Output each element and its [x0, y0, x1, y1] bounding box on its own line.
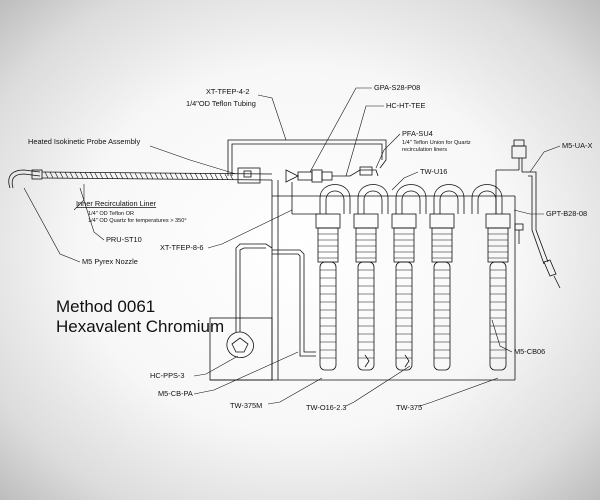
label-pfa-desc-2: recirculation liners [402, 147, 447, 153]
label-pfa-desc-1: 1/4" Teflon Union for Quartz [402, 140, 471, 146]
label-m5-cb-pa: M5-CB-PA [158, 389, 193, 398]
label-tw-o16: TW-O16-2.3 [306, 403, 347, 412]
impinger-bodies [315, 213, 511, 371]
impinger-3 [391, 213, 417, 371]
label-teflon-tubing: 1/4"OD Teflon Tubing [186, 99, 256, 108]
impinger-2 [353, 213, 379, 371]
impinger-u-tubes [319, 184, 503, 214]
label-xt-tfep-4-2: XT-TFEP-4-2 [206, 87, 250, 96]
label-gpt-b28-08: GPT-B28-08 [546, 209, 587, 218]
label-tw-u16: TW-U16 [420, 167, 447, 176]
label-tw-375: TW-375 [396, 403, 422, 412]
label-liner-title: Inner Recirculation Liner [76, 199, 157, 208]
label-probe-assembly: Heated Isokinetic Probe Assembly [28, 137, 140, 146]
label-pfa-su4: PFA-SU4 [402, 129, 433, 138]
impinger-4 [429, 213, 455, 371]
impinger-5 [485, 213, 511, 371]
label-liner-desc-2: 1/4" OD Quartz for temperatures > 350° [88, 218, 187, 224]
label-xt-tfep-8-6: XT-TFEP-8-6 [160, 243, 204, 252]
label-pyrex-nozzle: M5 Pyrex Nozzle [82, 257, 138, 266]
thermocouple-probe [495, 139, 561, 289]
title-line-1: Method 0061 [56, 297, 155, 316]
label-liner-desc-1: 1/4" OD Teflon OR [88, 211, 134, 217]
part-labels: XT-TFEP-4-2 1/4"OD Teflon Tubing GPA-S28… [28, 83, 592, 412]
label-hc-ht-tee: HC-HT-TEE [386, 101, 425, 110]
filter-tee-connectors [285, 166, 379, 215]
label-pru-st10: PRU-ST10 [106, 235, 142, 244]
impinger-1 [315, 213, 341, 371]
leader-lines [23, 87, 561, 407]
label-m5-cb06: M5-CB06 [514, 347, 545, 356]
label-m5-ua-x: M5-UA-X [562, 141, 592, 150]
label-hc-pps-3: HC-PPS-3 [150, 371, 185, 380]
label-gpa-s28-p08: GPA-S28-P08 [374, 83, 420, 92]
label-tw-375m: TW-375M [230, 401, 262, 410]
diagram-title: Method 0061 Hexavalent Chromium [56, 297, 224, 336]
hot-box-frame [210, 139, 516, 381]
probe-hatching [44, 171, 234, 181]
title-line-2: Hexavalent Chromium [56, 317, 224, 336]
heated-probe-assembly [8, 167, 273, 189]
pump-box [209, 243, 316, 381]
